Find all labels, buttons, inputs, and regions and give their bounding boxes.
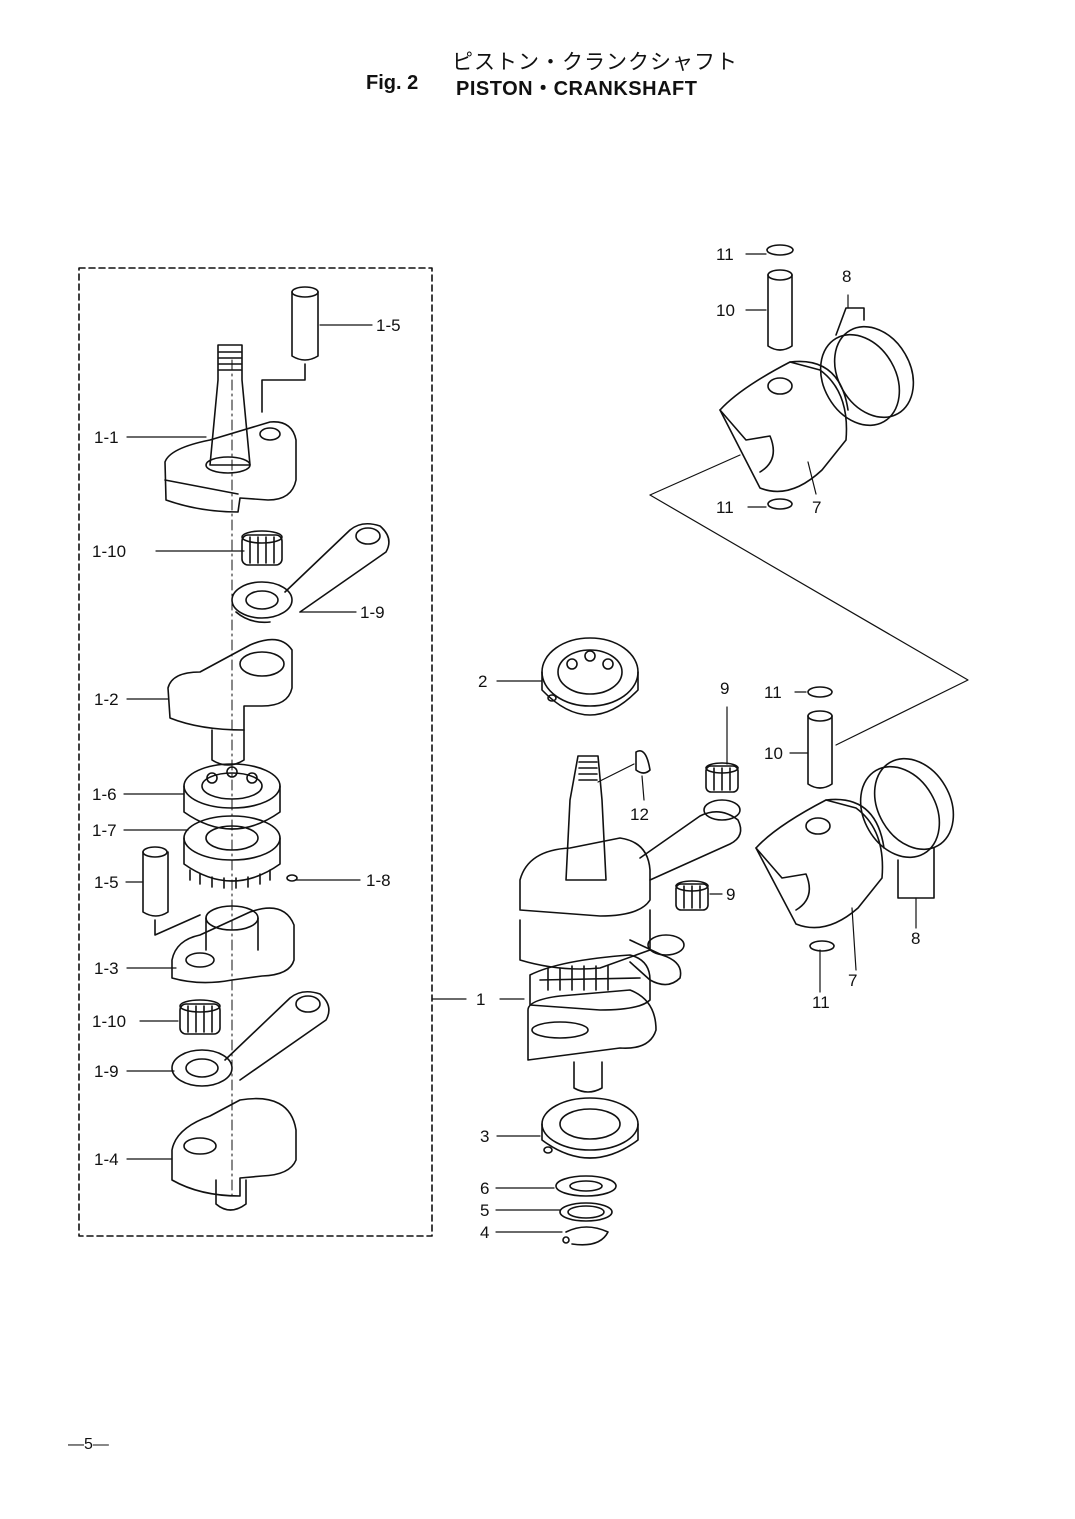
washer-6-drawing (555, 1175, 617, 1197)
callout-1-9-top: 1-9 (360, 603, 385, 622)
page-number: —5— (68, 1436, 109, 1453)
circlip-4-drawing (562, 1226, 609, 1246)
pin-1-5-lower-drawing (142, 846, 201, 936)
connecting-rod-right-lower-drawing (629, 934, 685, 986)
callout-11-c: 11 (764, 683, 782, 702)
subassembly-box (78, 267, 433, 1237)
crank-web-1-2-drawing (167, 638, 293, 766)
woodruff-key-12-drawing (635, 750, 651, 774)
callout-12: 12 (630, 805, 649, 824)
callout-8-upper: 8 (842, 267, 851, 286)
figure-number: Fig. 2 (366, 72, 419, 94)
needle-bearing-1-10-lower-drawing (179, 999, 221, 1035)
piston-upper-drawing (719, 244, 915, 510)
gear-1-7-drawing (183, 815, 298, 889)
connecting-rod-right-upper-drawing (639, 799, 742, 881)
needle-bearing-1-10-upper-drawing (241, 530, 283, 566)
callout-2: 2 (478, 672, 487, 691)
callout-9-upper: 9 (720, 679, 729, 698)
callout-4: 4 (480, 1223, 489, 1242)
callout-1: 1 (476, 990, 485, 1009)
callout-5: 5 (480, 1201, 489, 1220)
crank-web-1-3-drawing (171, 905, 295, 984)
callout-7-upper: 7 (812, 498, 821, 517)
needle-bearing-9-upper-drawing (705, 762, 739, 793)
callout-1-2: 1-2 (94, 690, 119, 709)
crank-lower-1-4-drawing (171, 1097, 297, 1211)
callout-1-4: 1-4 (94, 1150, 119, 1169)
callout-8-lower: 8 (911, 929, 920, 948)
bearing-1-6-drawing (183, 763, 281, 830)
callout-1-10-top: 1-10 (92, 542, 126, 561)
callout-11-a: 11 (716, 245, 734, 264)
callout-9-lower: 9 (726, 885, 735, 904)
callout-1-5-top: 1-5 (376, 316, 401, 335)
callout-11-b: 11 (716, 498, 734, 517)
callout-10-lower: 10 (764, 744, 783, 763)
callout-3: 3 (480, 1127, 489, 1146)
needle-bearing-9-lower-drawing (675, 880, 709, 911)
callout-1-6: 1-6 (92, 785, 117, 804)
pin-1-5-top-drawing (261, 286, 319, 413)
callout-1-3: 1-3 (94, 959, 119, 978)
callout-6: 6 (480, 1179, 489, 1198)
callout-1-10-lower: 1-10 (92, 1012, 126, 1031)
title-english: PISTON・CRANKSHAFT (456, 78, 698, 100)
crankshaft-assembly-1-drawing (519, 755, 657, 1093)
callout-7-lower: 7 (848, 971, 857, 990)
bearing-2-drawing (541, 637, 639, 716)
callout-1-7: 1-7 (92, 821, 117, 840)
connecting-rod-1-9-upper-drawing (231, 522, 390, 624)
bearing-3-drawing (541, 1097, 639, 1159)
callout-11-d: 11 (812, 993, 830, 1012)
piston-lower-drawing (755, 686, 955, 952)
crank-upper-1-1-drawing (164, 344, 297, 513)
callout-1-9-lower: 1-9 (94, 1062, 119, 1081)
title-japanese: ピストン・クランクシャフト (452, 50, 738, 74)
washer-5-drawing (559, 1202, 613, 1222)
callout-1-5-lower: 1-5 (94, 873, 119, 892)
callout-1-1: 1-1 (94, 428, 119, 447)
callout-1-8: 1-8 (366, 871, 391, 890)
callout-10-upper: 10 (716, 301, 735, 320)
connecting-rod-1-9-lower-drawing (171, 990, 330, 1087)
